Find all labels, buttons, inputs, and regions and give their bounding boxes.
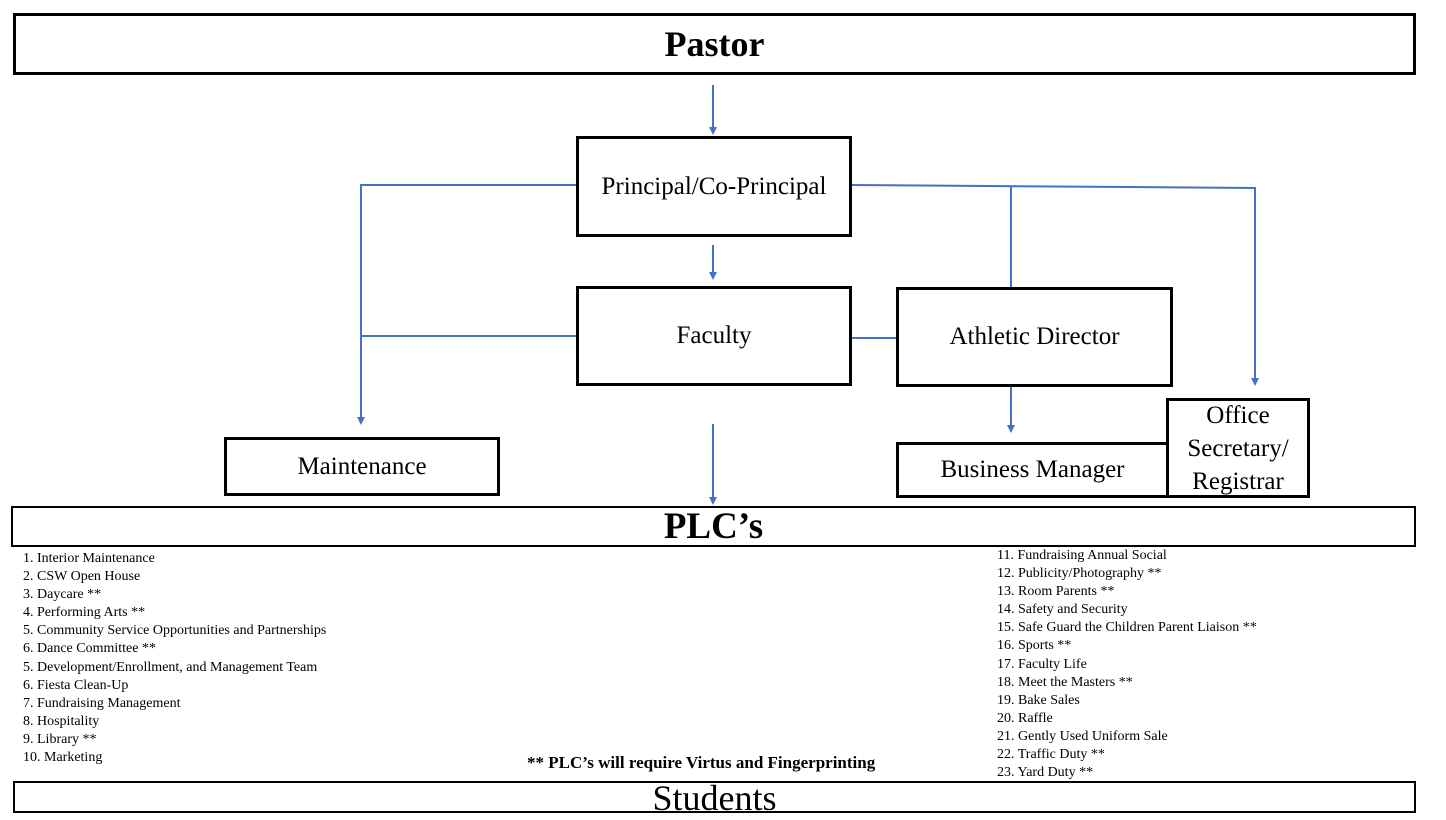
athletic-director-label: Athletic Director: [949, 323, 1120, 350]
office-secretary-line-1: Office: [1206, 401, 1270, 429]
pastor-label: Pastor: [664, 24, 765, 64]
connector-principal-to-maintenance: [357, 184, 577, 425]
plc-list-item: 4. Performing Arts **: [23, 605, 146, 621]
plc-list-item: 10. Marketing: [23, 750, 103, 766]
plc-list-item: 5. Community Service Opportunities and P…: [23, 623, 327, 639]
plc-list-left: 1. Interior Maintenance 2. CSW Open House…: [23, 550, 326, 767]
plc-list-item: 16. Sports **: [997, 638, 1072, 654]
plcs-label: PLC’s: [663, 506, 764, 547]
plc-list-item: 1. Interior Maintenance: [23, 551, 155, 566]
plc-list-item: 6. Fiesta Clean-Up: [23, 677, 129, 693]
connector-principal-to-office: [849, 184, 1259, 386]
plc-list-item: 5. Development/Enrollment, and Managemen…: [23, 659, 318, 675]
plc-list-item: 22. Traffic Duty **: [997, 747, 1105, 763]
plc-footnote: ** PLC’s will require Virtus and Fingerp…: [527, 753, 876, 772]
business-manager-box: Business Manager: [896, 442, 1169, 498]
plc-list-item: 18. Meet the Masters **: [997, 674, 1133, 690]
athletic-director-box: Athletic Director: [896, 287, 1173, 387]
plc-list-item: 13. Room Parents **: [997, 584, 1115, 600]
pastor-box: Pastor: [13, 13, 1416, 75]
principal-label: Principal/Co-Principal: [601, 172, 827, 200]
plc-list-item: 9. Library **: [23, 731, 97, 747]
plc-list-item: 15. Safe Guard the Children Parent Liais…: [997, 620, 1257, 636]
plc-list-item: 23. Yard Duty **: [997, 765, 1094, 781]
plc-list-item: 8. Hospitality: [23, 713, 100, 729]
plc-list-item: 3. Daycare **: [23, 587, 102, 603]
plc-list-item: 7. Fundraising Management: [23, 695, 181, 711]
faculty-box: Faculty: [576, 286, 852, 386]
office-secretary-line-3: Registrar: [1192, 467, 1284, 495]
plc-list-item: 19. Bake Sales: [997, 692, 1080, 708]
plc-list-right: 11. Fundraising Annual Social 12. Publici…: [997, 547, 1257, 782]
plc-list-item: 17. Faculty Life: [997, 656, 1087, 672]
plc-list-item: 21. Gently Used Uniform Sale: [997, 728, 1168, 744]
plcs-box: PLC’s: [11, 506, 1416, 547]
plc-list-item: 6. Dance Committee **: [23, 641, 156, 657]
plc-list-item: 20. Raffle: [997, 710, 1053, 726]
plc-list-item: 12. Publicity/Photography **: [997, 566, 1162, 582]
students-box: Students: [13, 781, 1416, 813]
faculty-label: Faculty: [676, 322, 752, 349]
plc-list-item: 2. CSW Open House: [23, 569, 141, 585]
maintenance-box: Maintenance: [224, 437, 500, 496]
principal-box: Principal/Co-Principal: [576, 136, 852, 237]
office-secretary-line-2: Secretary/: [1187, 434, 1289, 462]
office-secretary-box: Office Secretary/ Registrar: [1166, 398, 1310, 498]
plc-list-item: 11. Fundraising Annual Social: [997, 548, 1167, 563]
plc-list-item: 14. Safety and Security: [997, 602, 1128, 618]
business-manager-label: Business Manager: [940, 456, 1125, 483]
maintenance-label: Maintenance: [297, 452, 427, 480]
students-label: Students: [652, 781, 777, 813]
